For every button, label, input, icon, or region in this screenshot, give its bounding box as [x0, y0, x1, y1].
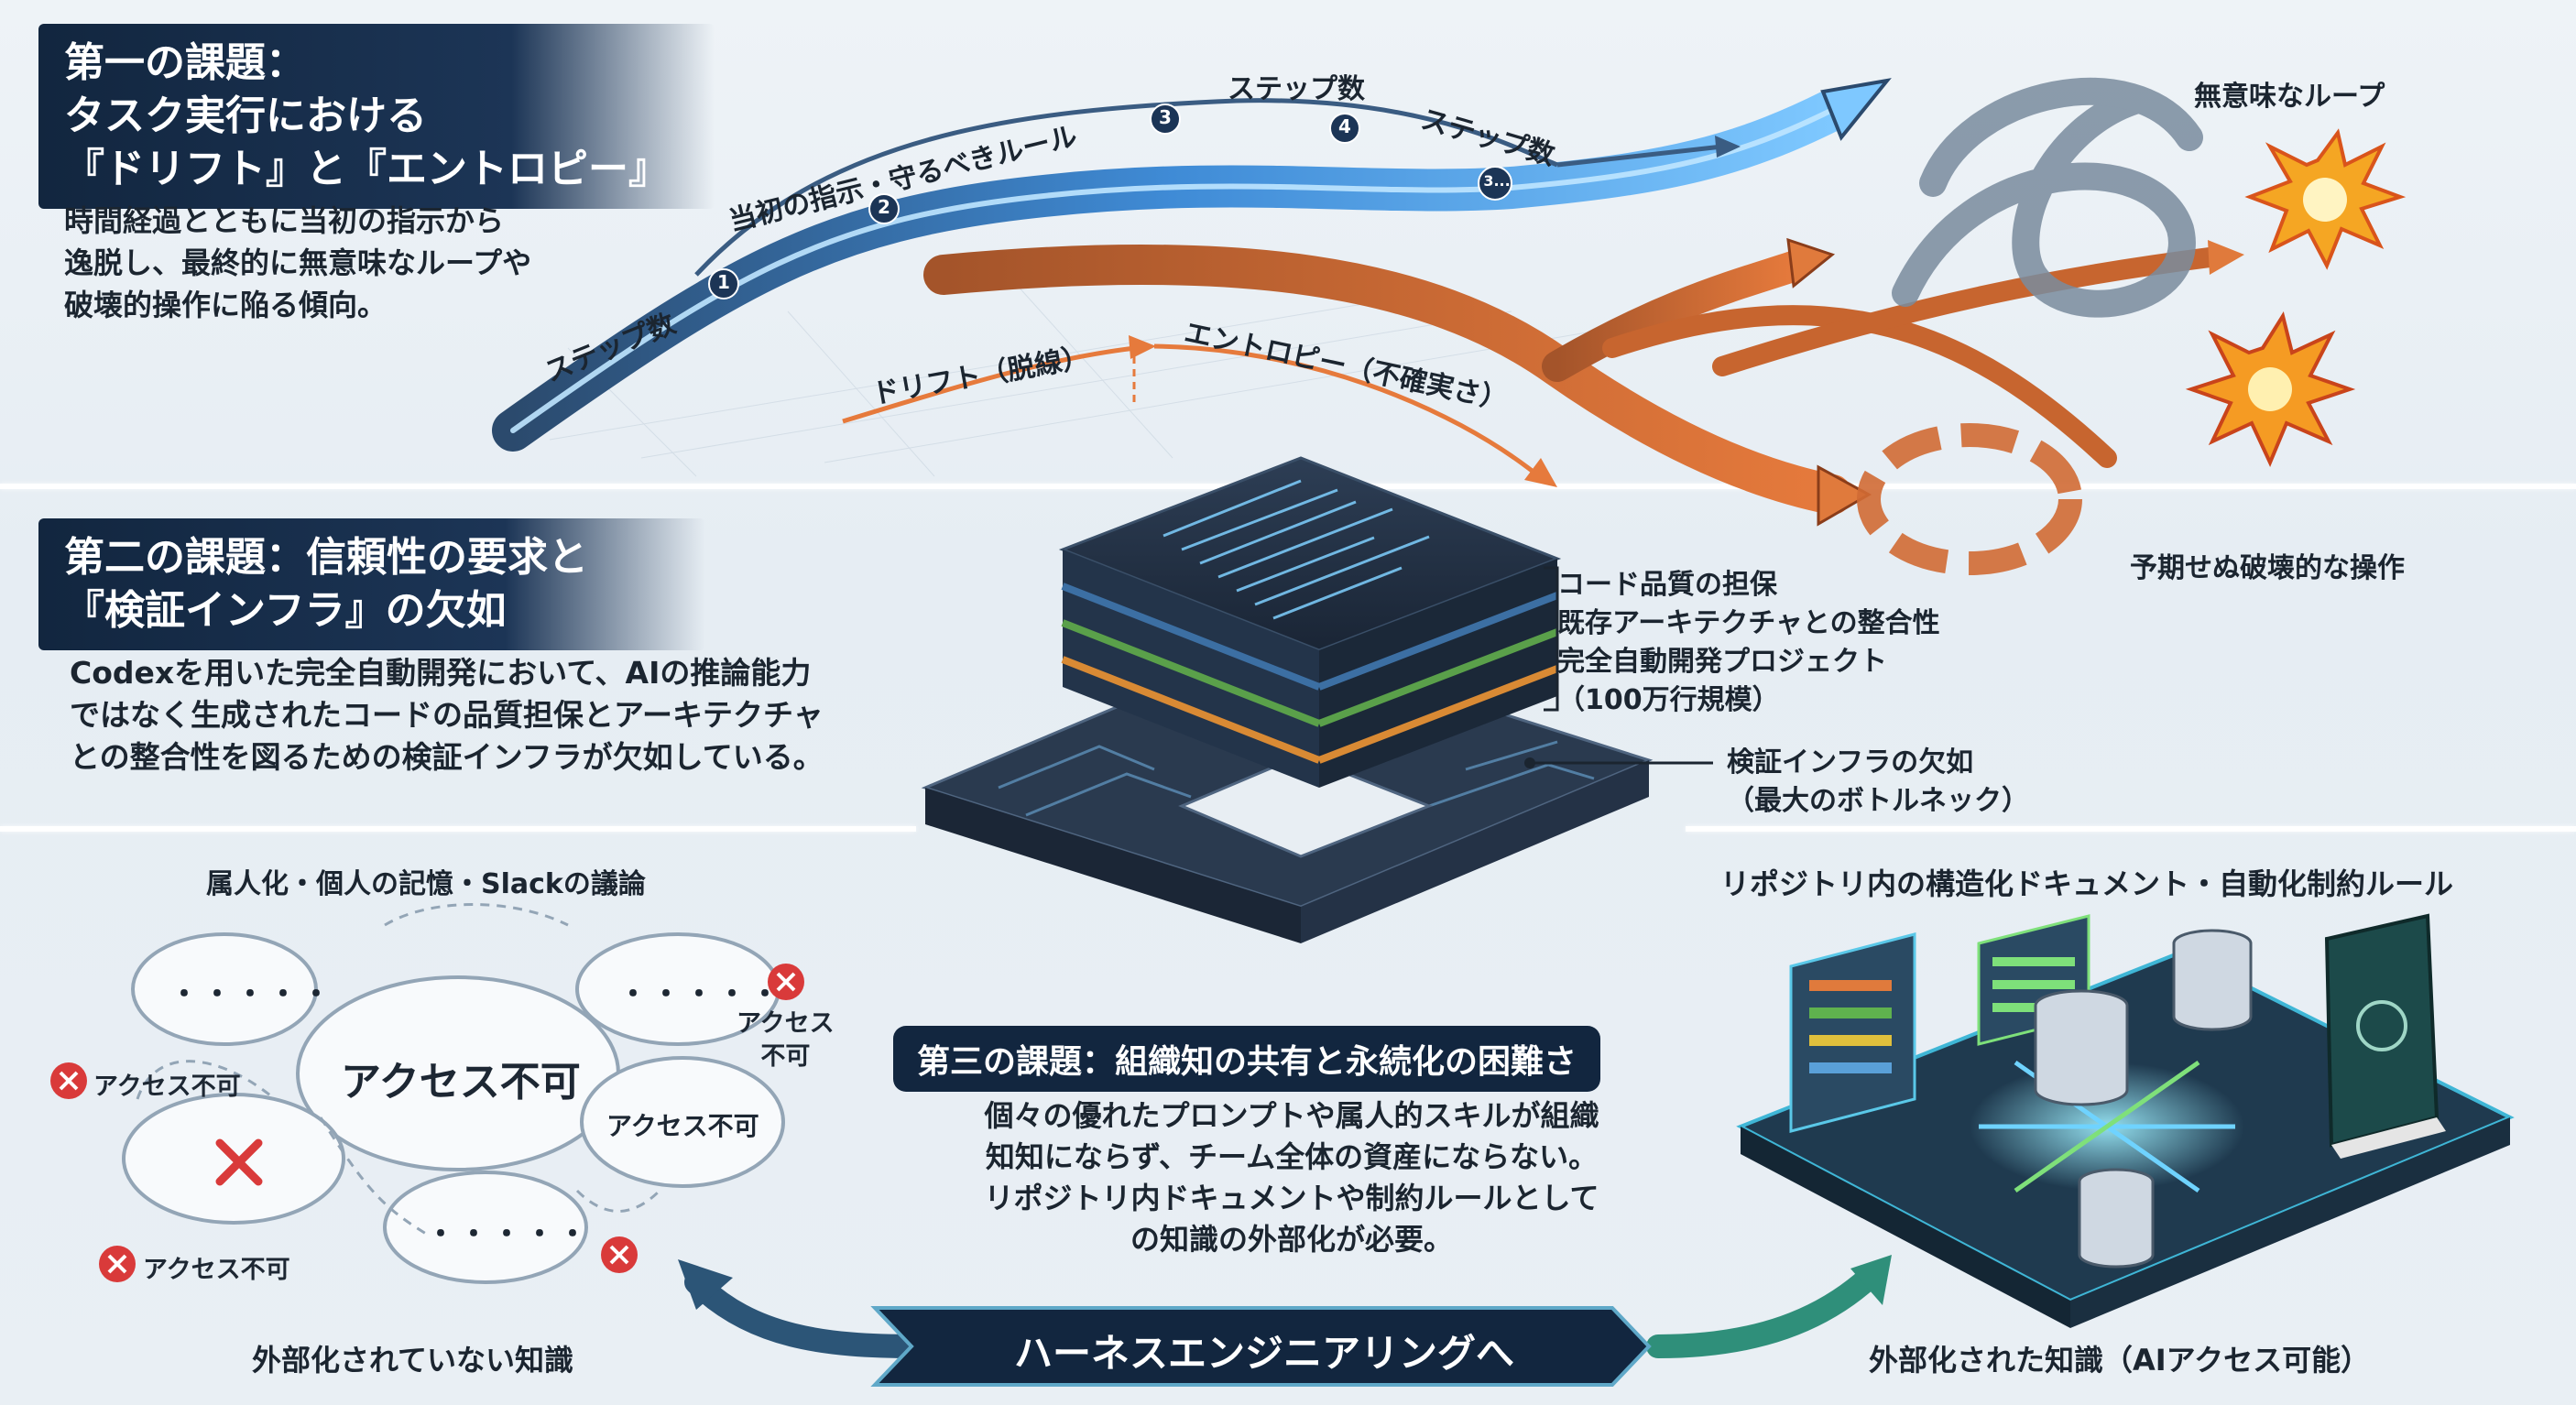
drift-stream [923, 244, 1852, 515]
section3-description-line4: の知識の外部化が必要。 [1130, 1222, 1453, 1257]
section2-title: 第二の課題：信頼性の要求と 『検証インフラ』の欠如 [38, 518, 705, 650]
label-destructive: 予期せぬ破壊的な操作 [2130, 552, 2405, 584]
left-heading: 属人化・個人の記憶・Slackの議論 [206, 868, 646, 900]
code-layer-stack [1058, 456, 1562, 788]
access-denied-label-3: アクセス不可 [143, 1256, 290, 1284]
harness-banner-arrow [678, 1255, 1892, 1387]
explosion-icon-2 [2185, 310, 2356, 467]
access-denied-label-2: アクセス 不可 [737, 1009, 835, 1071]
step-marker-2: 2 [878, 196, 890, 218]
section2-description-line2: ではなく生成されたコードの品質担保とアーキテクチャ [70, 697, 824, 733]
section1-title-line1: 第一の課題： [64, 39, 306, 86]
infra-label-missing: 検証インフラの欠如 [1727, 746, 1974, 779]
section3-title: 第三の課題：組織知の共有と永続化の困難さ [893, 1026, 1601, 1092]
step-marker-5: 3... [1483, 172, 1511, 190]
background-grid [549, 274, 1604, 477]
stack-labels: コード品質の担保 既存アーキテクチャとの整合性 完全自動開発プロジェクト （10… [1557, 566, 1940, 720]
section3-description-line1: 個々の優れたプロンプトや属人的スキルが組織 [984, 1098, 1599, 1133]
cloud-dots-3: ・・・・・ [426, 1216, 592, 1251]
section2-title-line2: 『検証インフラ』の欠如 [64, 587, 507, 634]
step-marker-3: 3 [1159, 106, 1172, 128]
broken-ring [1857, 423, 2082, 575]
section1-description-line3: 破壊的操作に陥る傾向。 [64, 288, 387, 322]
instruction-arrowhead [1820, 78, 1892, 141]
stack-label-project: 完全自動開発プロジェクト [1557, 646, 1887, 678]
access-denied-icons [50, 964, 804, 1282]
section3-description-line2: 知知にならず、チーム全体の資産にならない。 [985, 1139, 1599, 1174]
section1-description-line1: 時間経過とともに当初の指示から [64, 203, 505, 238]
right-heading: リポジトリ内の構造化ドキュメント・自動化制約ルール [1720, 866, 2454, 901]
harness-banner-text: ハーネスエンジニアリングへ [1013, 1331, 1514, 1376]
label-loop: 無意味なループ [2194, 81, 2385, 113]
cloud-main-text: アクセス不可 [341, 1059, 581, 1105]
explosion-icon-1 [2244, 128, 2407, 270]
step-marker-1: 1 [717, 271, 730, 293]
section2-title-line1: 第二の課題：信頼性の要求と [64, 534, 588, 581]
meaningless-loop [1892, 77, 2203, 318]
access-denied-label-1: アクセス不可 [93, 1073, 241, 1101]
cloud-secondary-text: アクセス不可 [606, 1111, 759, 1141]
step-markers [708, 103, 1512, 300]
database-icon [2034, 929, 2253, 1269]
section-divider-3 [1686, 826, 2576, 832]
section1-title-line3: 『ドリフト』と『エントロピー』 [64, 146, 669, 192]
section1-description-line2: 逸脱し、最終的に無意味なループや [64, 245, 532, 280]
section1-title-line2: タスク実行における [64, 93, 427, 139]
repository-platform [1736, 950, 2515, 1328]
section2-description-line1: Codexを用いた完全自動開発において、AIの推論能力 [70, 655, 812, 691]
right-caption: 外部化された知識（AIアクセス可能） [1869, 1343, 2371, 1378]
rulebook-icon [2324, 913, 2446, 1159]
infra-labels: 検証インフラの欠如 （最大のボトルネック） [1727, 744, 2029, 821]
section-divider-2 [0, 826, 916, 832]
cloud-dots-1: ・・・・・ [169, 976, 335, 1011]
stack-label-quality: コード品質の担保 [1557, 569, 1777, 601]
section2-description-line3: との整合性を図るための検証インフラが欠如している。 [70, 739, 824, 775]
stack-label-architecture: 既存アーキテクチャとの整合性 [1557, 607, 1940, 639]
step-marker-4: 4 [1338, 115, 1351, 137]
section3-description-line3: リポジトリ内ドキュメントや制約ルールとして [984, 1181, 1599, 1215]
document-panel-left [1789, 932, 1916, 1133]
section2-description: Codexを用いた完全自動開発において、AIの推論能力 ではなく生成されたコード… [70, 652, 824, 779]
left-caption: 外部化されていない知識 [252, 1343, 574, 1378]
stack-label-scale: （100万行規模） [1557, 684, 1780, 716]
section1-description: 時間経過とともに当初の指示から 逸脱し、最終的に無意味なループや 破壊的操作に陥… [64, 200, 531, 326]
label-steps-top: ステップ数 [1228, 73, 1365, 105]
section3-description: 個々の優れたプロンプトや属人的スキルが組織 知知にならず、チーム全体の資産になら… [953, 1095, 1631, 1260]
cloud-dots-2: ・・・・・ [618, 976, 784, 1011]
section1-title: 第一の課題： タスク実行における 『ドリフト』と『エントロピー』 [38, 24, 715, 209]
infra-label-bottleneck: （最大のボトルネック） [1727, 785, 2029, 817]
